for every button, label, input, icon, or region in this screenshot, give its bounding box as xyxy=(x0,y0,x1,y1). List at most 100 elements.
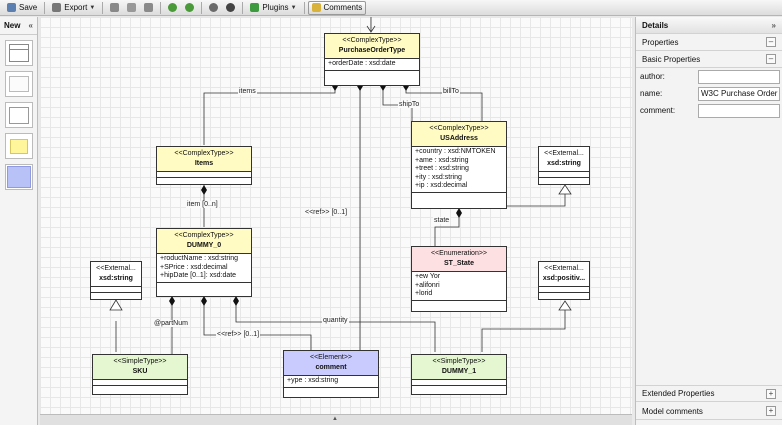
attribute: +ity : xsd:string xyxy=(415,173,462,181)
collapse-basic-icon[interactable]: – xyxy=(766,54,776,64)
search-button[interactable] xyxy=(205,1,222,15)
class-dummy-0[interactable]: <<ComplexType>> DUMMY_0 +roductName : xsd… xyxy=(156,228,252,297)
class-xsd-string-bottom[interactable]: <<External... xsd:string xyxy=(90,261,142,300)
operations xyxy=(412,193,506,200)
copy-icon xyxy=(127,3,137,12)
attributes: +ew Yor +alifonri +lorid xyxy=(412,272,506,301)
stereotype: <<Enumeration>> xyxy=(430,250,488,257)
move-button[interactable] xyxy=(222,1,239,15)
class-dummy-1[interactable]: <<SimpleType>>DUMMY_1 xyxy=(411,354,507,395)
attribute: +lorid xyxy=(415,290,433,297)
label-item: item [0..n] xyxy=(186,201,219,208)
properties-label: Properties xyxy=(642,37,679,47)
model-comments-section[interactable]: Model comments + xyxy=(636,403,782,420)
class-items[interactable]: <<ComplexType>>Items xyxy=(156,146,252,185)
class-name: SKU xyxy=(132,368,148,375)
toolbar-separator xyxy=(160,1,162,14)
expand-model-comments-icon[interactable]: + xyxy=(766,406,776,416)
top-arrow-head xyxy=(366,25,376,33)
items-link xyxy=(203,87,336,145)
stereotype: <<External... xyxy=(544,265,584,272)
class-name: comment xyxy=(315,364,347,371)
class-name: xsd:string xyxy=(547,160,581,167)
details-panel: Details» Properties– Basic Properties– a… xyxy=(635,17,782,425)
collapse-right-icon[interactable]: » xyxy=(771,20,776,30)
class-xsd-positive[interactable]: <<External...xsd:positiv... xyxy=(538,261,590,300)
author-field[interactable] xyxy=(698,69,780,84)
extended-properties-label: Extended Properties xyxy=(642,389,715,398)
paste-button[interactable] xyxy=(140,1,157,15)
comments-button[interactable]: Comments xyxy=(307,0,367,15)
cut-button[interactable] xyxy=(106,1,123,15)
chevron-down-icon: ▼ xyxy=(290,4,297,11)
attributes: +country : xsd:NMTOKEN +ame : xsd:string… xyxy=(412,147,506,193)
plugins-button[interactable]: Plugins▼ xyxy=(246,1,300,15)
cut-icon xyxy=(110,3,120,12)
label-items: items xyxy=(238,88,257,95)
expand-extended-icon[interactable]: + xyxy=(766,388,776,399)
class-name: DUMMY_0 xyxy=(186,242,222,249)
label-ref1: <<ref>> [0..1] xyxy=(304,209,349,216)
diamond-item xyxy=(201,185,207,195)
properties-section[interactable]: Properties – xyxy=(636,34,782,51)
stereotype: <<External... xyxy=(96,265,136,272)
operations xyxy=(284,388,378,395)
undo-button[interactable] xyxy=(164,1,181,15)
palette-item-class[interactable] xyxy=(4,40,33,66)
class-usaddress[interactable]: <<ComplexType>>USAddress +country : xsd:… xyxy=(411,121,507,209)
stereotype: <<ComplexType>> xyxy=(429,125,489,132)
save-button[interactable]: Save xyxy=(3,1,41,15)
class-st-state[interactable]: <<Enumeration>> ST_State +ew Yor +alifonr… xyxy=(411,246,507,312)
toolbar-separator xyxy=(242,1,244,14)
diamond-state xyxy=(456,208,462,218)
attribute: +ip : xsd:decimal xyxy=(415,182,468,189)
class-sku[interactable]: <<SimpleType>>SKU xyxy=(92,354,188,395)
attributes xyxy=(91,287,141,293)
attribute: +ew Yor xyxy=(415,273,441,280)
paste-icon xyxy=(144,3,154,12)
operations xyxy=(157,283,251,290)
palette-item-comment[interactable] xyxy=(4,133,33,159)
scroll-up-icon[interactable]: ▲ xyxy=(332,416,338,422)
palette-item-note[interactable] xyxy=(4,71,33,97)
redo-icon xyxy=(185,3,195,12)
label-billto: billTo xyxy=(442,88,460,95)
toolbar: Save Export▼ Plugins▼ Comments xyxy=(0,0,782,16)
collapse-left-icon[interactable]: « xyxy=(28,21,33,30)
palette-title: New xyxy=(4,21,21,30)
class-purchaseordertype[interactable]: <<ComplexType>>PurchaseOrderType +orderD… xyxy=(324,33,420,86)
palette-item-element[interactable] xyxy=(4,164,33,190)
comment-field[interactable] xyxy=(698,103,780,118)
diamond-ref2 xyxy=(201,296,207,306)
export-button[interactable]: Export▼ xyxy=(48,1,99,15)
diamond-partnum xyxy=(169,296,175,306)
diagram-canvas[interactable]: items billTo shipTo item [0..n] <<ref>> … xyxy=(40,17,632,414)
basic-properties-section[interactable]: Basic Properties– xyxy=(636,51,782,68)
details-title: Details xyxy=(642,20,669,30)
collapse-properties-icon[interactable]: – xyxy=(766,37,776,47)
copy-button[interactable] xyxy=(123,1,140,15)
attribute: +ame : xsd:string xyxy=(415,156,469,164)
class-name: xsd:string xyxy=(99,275,133,282)
operations xyxy=(539,293,589,300)
generalization-triangle-dummy1 xyxy=(558,300,572,311)
stereotype: <<ComplexType>> xyxy=(174,232,234,239)
horizontal-scrollbar[interactable]: ▲ xyxy=(40,414,632,425)
class-comment[interactable]: <<Element>>comment +ype : xsd:string xyxy=(283,350,379,398)
dummy1-gen-line xyxy=(481,306,566,352)
operations xyxy=(412,386,506,393)
extended-properties-section[interactable]: Extended Properties + xyxy=(636,385,782,402)
operations xyxy=(157,178,251,185)
name-field[interactable]: W3C Purchase Order xyxy=(698,86,780,101)
class-xsd-string-top[interactable]: <<External...xsd:string xyxy=(538,146,590,185)
class-name: ST_State xyxy=(444,260,474,267)
name-label: name: xyxy=(640,89,663,98)
model-comments-label: Model comments xyxy=(642,406,703,416)
redo-button[interactable] xyxy=(181,1,198,15)
attribute: +roductName : xsd:string xyxy=(160,255,239,262)
palette-item-enum[interactable] xyxy=(4,102,33,128)
generalization-triangle-usaddress xyxy=(558,184,572,195)
attribute: +country : xsd:NMTOKEN xyxy=(415,148,496,155)
class-name: Items xyxy=(194,160,214,167)
palette-header: New « xyxy=(0,17,37,35)
